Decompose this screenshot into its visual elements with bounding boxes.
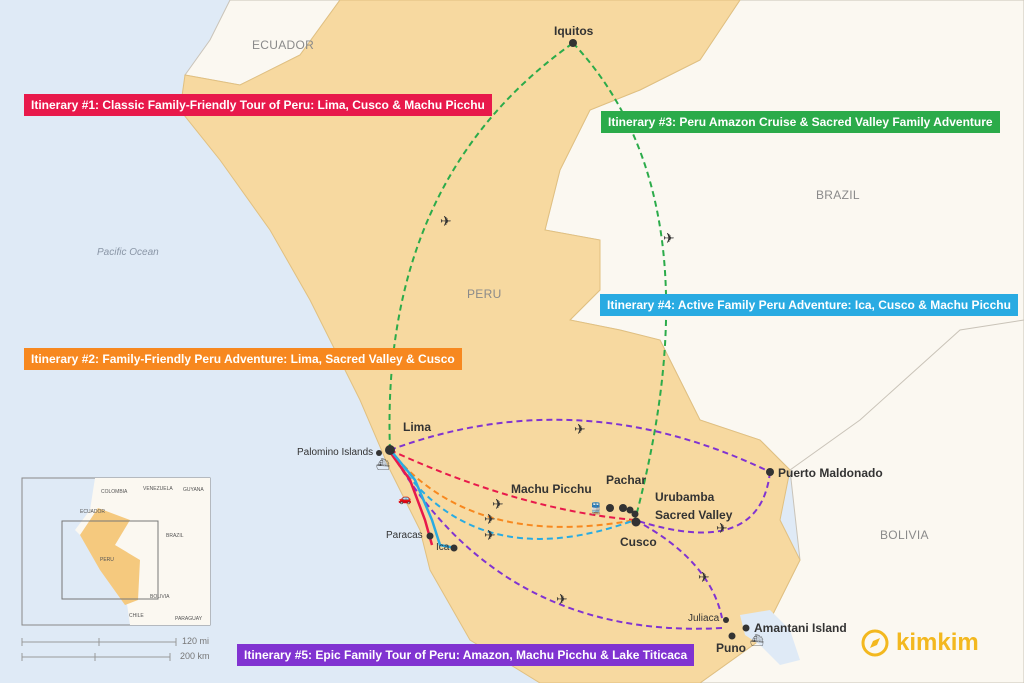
inset-paraguay: PARAGUAY	[175, 616, 203, 622]
lake-titicaca	[740, 610, 800, 665]
city-cusco: Cusco	[620, 535, 657, 549]
city-dot-iquitos[interactable]	[569, 39, 577, 47]
scale-km: 200 km	[180, 651, 210, 661]
country-peru: PERU	[467, 287, 502, 301]
city-dot-puno[interactable]	[728, 632, 736, 640]
inset-colombia: COLOMBIA	[101, 489, 128, 495]
plane-icon: ✈	[663, 231, 675, 247]
city-iquitos: Iquitos	[554, 24, 594, 38]
itinerary-4-label[interactable]: Itinerary #4: Active Family Peru Adventu…	[600, 294, 1018, 316]
itinerary-3-label[interactable]: Itinerary #3: Peru Amazon Cruise & Sacre…	[601, 111, 1000, 133]
route-ground-red	[388, 451, 434, 546]
itinerary-5-label[interactable]: Itinerary #5: Epic Family Tour of Peru: …	[237, 644, 695, 666]
scale-miles: 120 mi	[182, 636, 210, 646]
city-dot-paracas[interactable]	[426, 532, 434, 540]
border-brazil-bolivia	[789, 319, 1024, 471]
city-puno: Puno	[716, 641, 746, 655]
city-puerto-maldonado: Puerto Maldonado	[778, 466, 883, 480]
boat-icon: ⛴	[750, 634, 764, 647]
city-dot-sacred-valley[interactable]	[631, 510, 639, 518]
route-itinerary-4	[389, 449, 636, 540]
city-machu-picchu: Machu Picchu	[511, 482, 592, 496]
ocean-label: Pacific Ocean	[97, 247, 159, 258]
city-amantani-island: Amantani Island	[754, 621, 847, 635]
inset-brazil: BRAZIL	[166, 533, 184, 539]
plane-icon: ✈	[574, 422, 586, 438]
route-ground-blue	[391, 451, 456, 550]
city-dot-amantani[interactable]	[742, 624, 750, 632]
country-ecuador: ECUADOR	[252, 38, 315, 52]
city-dot-cusco[interactable]	[631, 517, 641, 527]
city-lima: Lima	[403, 420, 432, 434]
city-ica: Ica	[436, 542, 450, 553]
city-dot-pachar[interactable]	[619, 504, 627, 512]
city-dot-lima[interactable]	[385, 445, 395, 455]
brand-name: kimkim	[896, 629, 979, 656]
city-dot-maldonado[interactable]	[766, 468, 774, 476]
peru-land	[179, 0, 801, 683]
country-bolivia: BOLIVIA	[880, 528, 929, 542]
inset-chile: CHILE	[129, 613, 144, 619]
route-itinerary-5-lima-maldonado	[389, 418, 771, 473]
city-dot-ica[interactable]	[450, 544, 458, 552]
route-itinerary-5-maldonado-cusco	[634, 471, 771, 534]
plane-icon: ✈	[492, 497, 504, 513]
inset-ecuador: ECUADOR	[80, 509, 106, 515]
city-dot-urubamba[interactable]	[626, 506, 634, 514]
city-paracas: Paracas	[386, 530, 423, 541]
country-brazil: BRAZIL	[816, 188, 860, 202]
city-dot-juliaca[interactable]	[723, 617, 729, 623]
city-palomino: Palomino Islands	[297, 447, 374, 458]
plane-icon: ✈	[440, 214, 452, 230]
plane-icon: ✈	[484, 528, 496, 544]
route-itinerary-2	[389, 449, 636, 528]
inset-guyana: GUYANA	[183, 487, 204, 493]
car-icon: 🚗	[398, 492, 412, 505]
city-dot-palomino[interactable]	[376, 450, 382, 456]
inset-bolivia: BOLIVIA	[150, 594, 170, 600]
plane-icon: ✈	[484, 512, 496, 528]
inset-venezuela: VENEZUELA	[143, 486, 173, 492]
city-dot-machu-picchu[interactable]	[606, 504, 614, 512]
city-sacred-valley: Sacred Valley	[655, 508, 733, 522]
city-urubamba: Urubamba	[655, 490, 715, 504]
city-pachar: Pachar	[606, 473, 647, 487]
route-itinerary-1	[389, 449, 636, 521]
city-juliaca: Juliaca	[688, 613, 720, 624]
boat-icon: ⛴	[376, 458, 390, 471]
plane-icon: ✈	[698, 570, 710, 586]
plane-icon: ✈	[556, 592, 568, 608]
kimkim-logo: kimkim	[860, 628, 979, 658]
inset-peru: PERU	[100, 557, 114, 563]
inset-map	[21, 477, 211, 626]
route-itinerary-3-lima-iquitos	[388, 42, 574, 451]
route-itinerary-3-iquitos-cusco	[572, 42, 668, 521]
itinerary-2-label[interactable]: Itinerary #2: Family-Friendly Peru Adven…	[24, 348, 462, 370]
compass-icon	[861, 629, 889, 657]
train-icon: 🚆	[589, 502, 603, 515]
plane-icon: ✈	[716, 521, 728, 537]
itinerary-1-label[interactable]: Itinerary #1: Classic Family-Friendly To…	[24, 94, 492, 116]
route-itinerary-5-cusco-juliaca	[634, 519, 723, 619]
